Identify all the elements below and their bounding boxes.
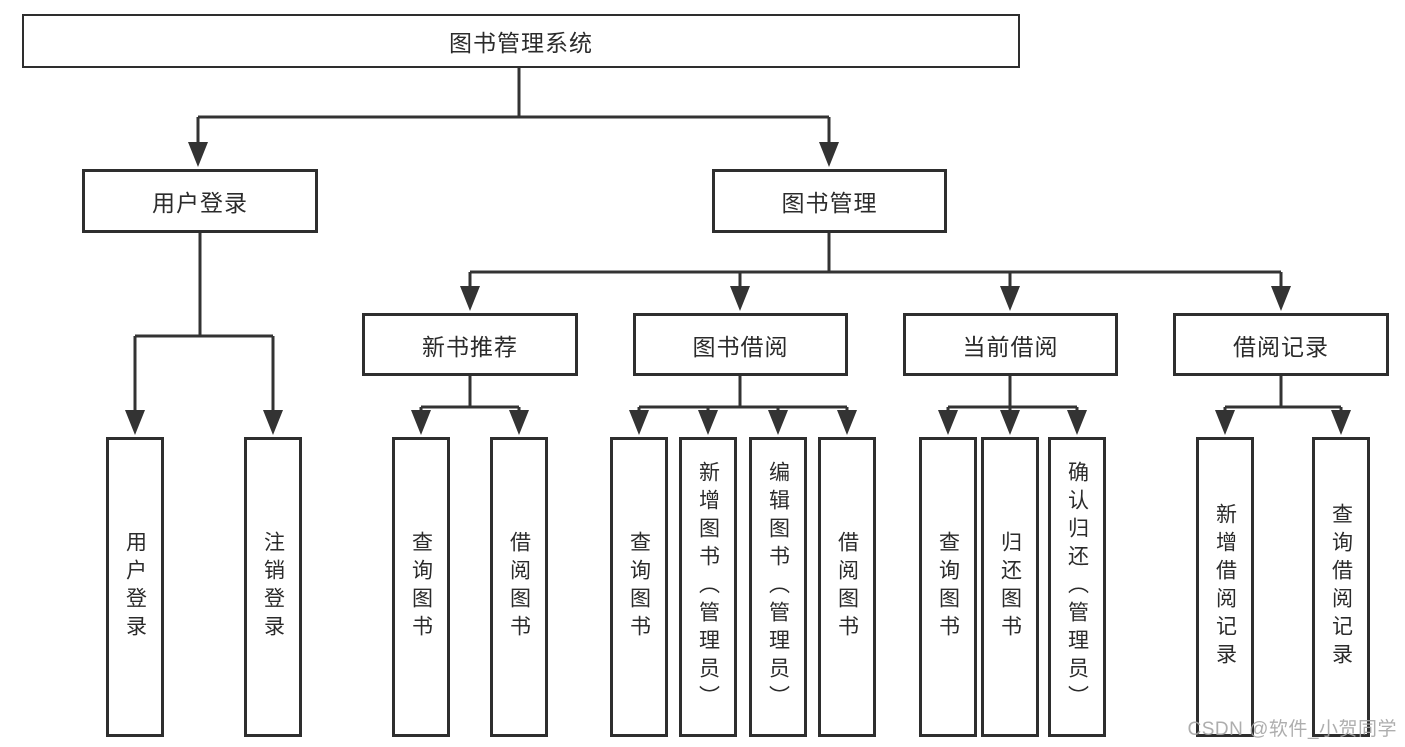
leaf-query-books-recommend-label: 查询图书: [409, 531, 433, 643]
node-new-book-recommend-label: 新书推荐: [422, 333, 518, 360]
leaf-edit-book-admin-label: 编辑图书（管理员）: [766, 461, 790, 713]
node-user-login-label: 用户登录: [152, 190, 248, 216]
leaf-user-login: 用户登录: [106, 437, 164, 737]
node-borrow-records-label: 借阅记录: [1233, 333, 1329, 360]
node-current-borrowing-label: 当前借阅: [962, 333, 1059, 360]
leaf-add-borrow-record-label: 新增借阅记录: [1213, 503, 1237, 671]
leaf-confirm-return-admin-label: 确认归还（管理员）: [1065, 461, 1089, 713]
leaf-add-book-admin-label: 新增图书（管理员）: [696, 461, 720, 713]
leaf-query-books-current-label: 查询图书: [936, 531, 960, 643]
node-book-borrowing-label: 图书借阅: [692, 333, 789, 360]
leaf-edit-book-admin: 编辑图书（管理员）: [749, 437, 807, 737]
leaf-add-book-admin: 新增图书（管理员）: [679, 437, 737, 737]
leaf-return-books-label: 归还图书: [998, 531, 1022, 643]
leaf-logout: 注销登录: [244, 437, 302, 737]
leaf-borrow-books-borrowing: 借阅图书: [818, 437, 876, 737]
leaf-query-books-borrowing: 查询图书: [610, 437, 668, 737]
leaf-query-books-recommend: 查询图书: [392, 437, 450, 737]
leaf-add-borrow-record: 新增借阅记录: [1196, 437, 1254, 737]
node-book-borrowing: 图书借阅: [633, 313, 848, 376]
leaf-query-borrow-record-label: 查询借阅记录: [1329, 503, 1353, 671]
leaf-query-books-current: 查询图书: [919, 437, 977, 737]
leaf-return-books: 归还图书: [981, 437, 1039, 737]
leaf-user-login-label: 用户登录: [123, 531, 147, 643]
node-current-borrowing: 当前借阅: [903, 313, 1118, 376]
leaf-borrow-books-recommend-label: 借阅图书: [507, 531, 531, 643]
leaf-query-borrow-record: 查询借阅记录: [1312, 437, 1370, 737]
node-book-management-label: 图书管理: [781, 190, 878, 216]
node-root: 图书管理系统: [22, 14, 1020, 68]
node-new-book-recommend: 新书推荐: [362, 313, 578, 376]
watermark: CSDN @软件_小贺同学: [1187, 719, 1397, 740]
leaf-borrow-books-recommend: 借阅图书: [490, 437, 548, 737]
leaf-query-books-borrowing-label: 查询图书: [627, 531, 651, 643]
leaf-logout-label: 注销登录: [261, 531, 285, 643]
leaf-confirm-return-admin: 确认归还（管理员）: [1048, 437, 1106, 737]
node-user-login: 用户登录: [82, 169, 318, 233]
node-borrow-records: 借阅记录: [1173, 313, 1389, 376]
leaf-borrow-books-borrowing-label: 借阅图书: [835, 531, 859, 643]
node-book-management: 图书管理: [712, 169, 947, 233]
node-root-label: 图书管理系统: [449, 30, 593, 56]
